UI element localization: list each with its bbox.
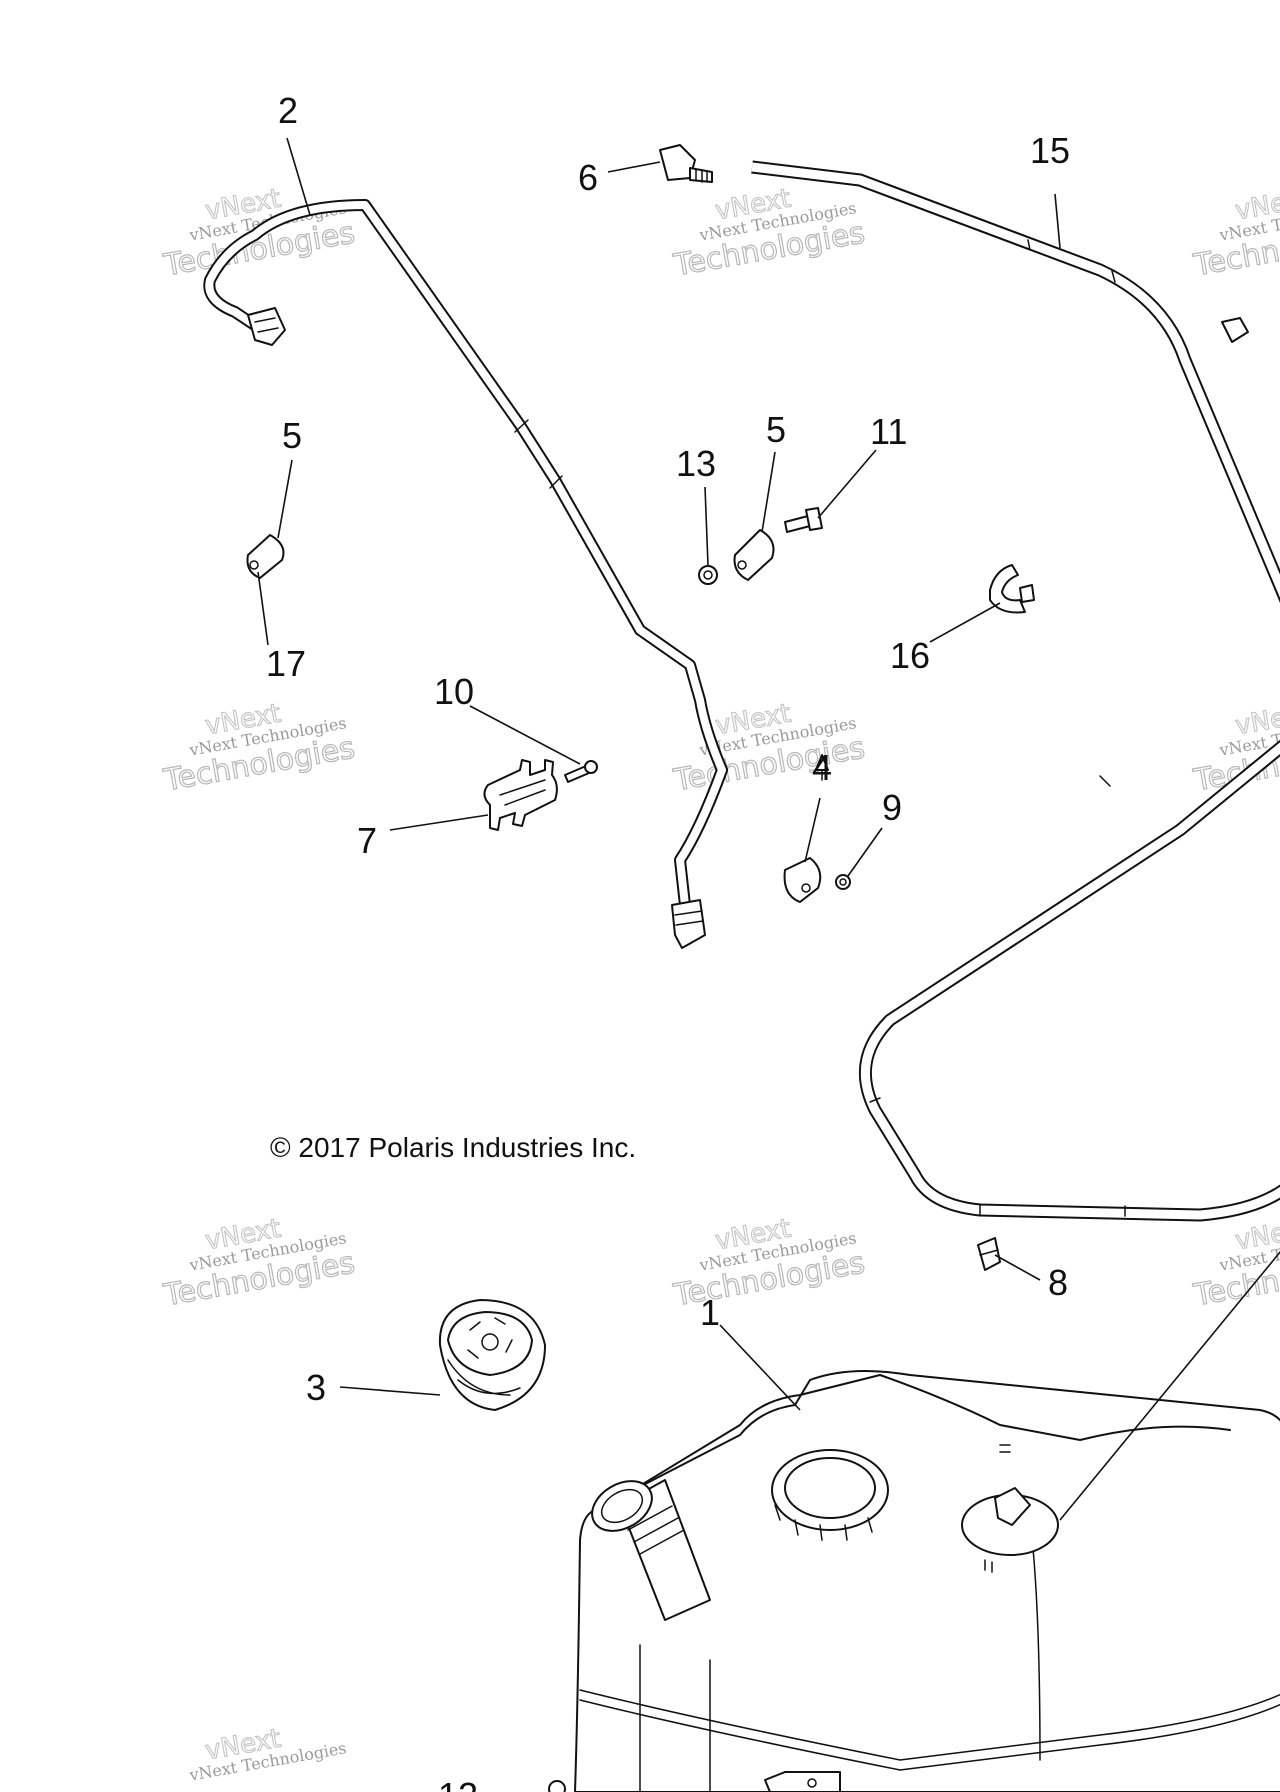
part-7-bracket (483, 759, 558, 831)
part-6-connector (659, 144, 713, 183)
part-2-fuel-line (203, 199, 728, 949)
callout-7: 7 (357, 820, 377, 861)
part-16-clip (989, 564, 1035, 614)
watermark: vNext vNext Technologies Technologies (670, 183, 868, 284)
callout-4: 4 (812, 747, 832, 788)
part-12-fastener (548, 1780, 566, 1792)
leader-lines (257, 137, 1280, 1521)
callout-1: 1 (700, 1292, 720, 1333)
watermark: vNext vNext Technologies Technologies (160, 698, 358, 799)
callout-2: 2 (278, 90, 298, 131)
callout-16: 16 (890, 635, 930, 676)
part-15-vent-line (751, 160, 1280, 1222)
part-11-bolt (784, 507, 823, 533)
callout-8: 8 (1048, 1262, 1068, 1303)
callout-15: 15 (1030, 130, 1070, 171)
part-1-fuel-tank (574, 1370, 1280, 1792)
callout-12: 12 (438, 1775, 478, 1792)
part-3-fuel-cap (438, 1299, 546, 1411)
callout-10: 10 (434, 671, 474, 712)
watermark: vNext vNext Technologies Technologies (1190, 183, 1280, 284)
callouts: 2 6 15 5 13 5 11 17 16 10 7 4 9 8 3 1 12 (266, 90, 1070, 1792)
watermark: vNext vNext Technologies Technologies (160, 1213, 358, 1314)
callout-17: 17 (266, 643, 306, 684)
part-13-nut (698, 565, 718, 585)
part-9-nut (835, 874, 851, 890)
callout-6: 6 (578, 157, 598, 198)
callout-5-center: 5 (766, 409, 786, 450)
part-8-clip (977, 1237, 1001, 1271)
callout-3: 3 (306, 1367, 326, 1408)
callout-9: 9 (882, 787, 902, 828)
part-5-clamp-left (246, 534, 285, 579)
watermark: vNext vNext Technologies Technologies (670, 1213, 868, 1314)
callout-11: 11 (870, 411, 907, 452)
watermark: vNext vNext Technologies Technologies (670, 698, 868, 799)
callout-5-left: 5 (282, 415, 302, 456)
part-4-screw (815, 754, 829, 781)
watermark: vNext vNext Technologies (187, 1723, 348, 1785)
part-10-screw (564, 760, 598, 783)
copyright-text: © 2017 Polaris Industries Inc. (270, 1132, 637, 1163)
part-clamp-center-bottom (783, 857, 822, 903)
callout-13: 13 (676, 443, 716, 484)
part-5-clamp-center (733, 529, 775, 581)
